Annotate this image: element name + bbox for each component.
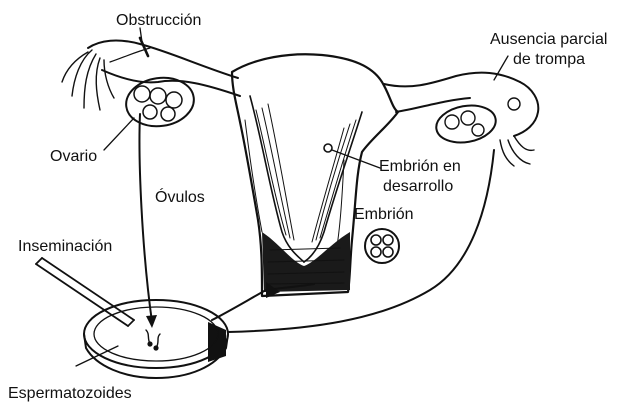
label-obstruction: Obstrucción	[116, 11, 201, 30]
label-partial-absence-line1: Ausencia parcial	[490, 30, 607, 49]
insemination-pipette	[36, 258, 134, 326]
label-sperm: Espermatozoides	[8, 384, 132, 403]
label-developing-embryo-line2: desarrollo	[383, 177, 453, 196]
label-developing-embryo-line1: Embrión en	[379, 157, 461, 176]
right-ovary	[433, 101, 498, 147]
label-ova: Óvulos	[155, 188, 205, 207]
label-insemination: Inseminación	[18, 237, 112, 256]
embryo-cluster	[365, 229, 399, 263]
sperm-in-dish	[146, 330, 160, 351]
label-partial-absence-line2: de trompa	[513, 50, 585, 69]
ova-path-arrow	[140, 114, 158, 328]
developing-embryo	[324, 144, 332, 152]
label-ovary: Ovario	[50, 147, 97, 166]
label-embryo: Embrión	[354, 205, 414, 224]
